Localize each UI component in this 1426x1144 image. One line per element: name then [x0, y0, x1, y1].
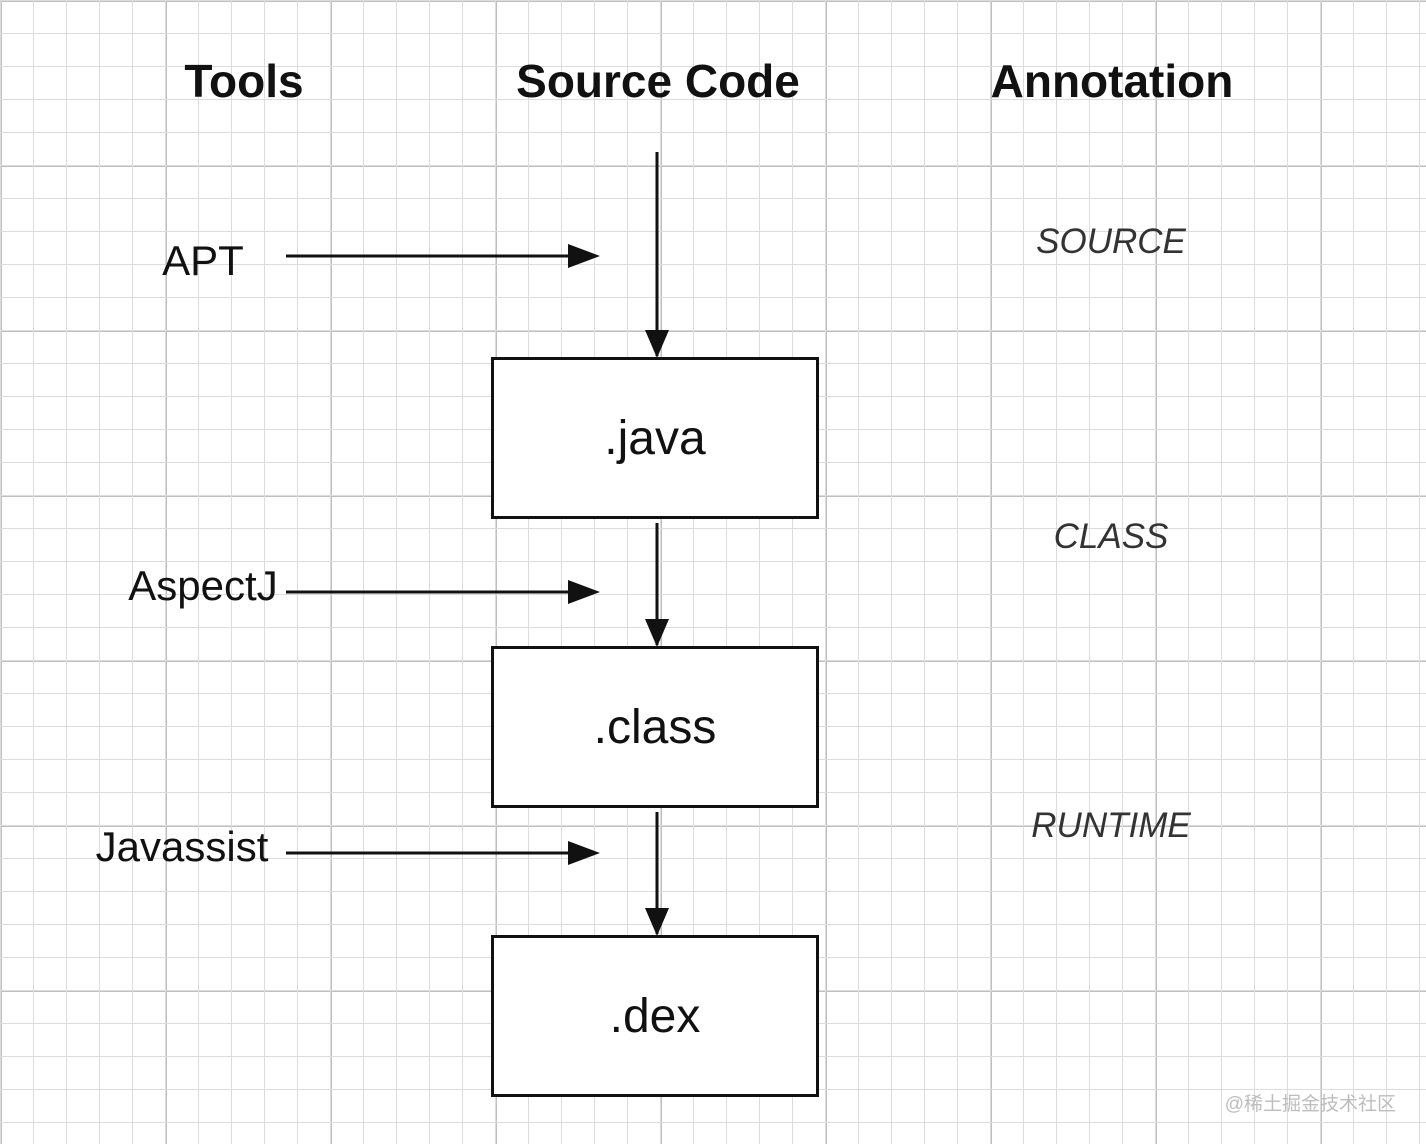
stage-box-dex: .dex — [491, 935, 819, 1097]
tool-label-apt: APT — [162, 237, 244, 284]
tool-label-aspectj: AspectJ — [128, 562, 278, 609]
javassist-arrowhead — [568, 841, 600, 865]
stage-label-java: .java — [604, 411, 706, 465]
stage-label-class: .class — [593, 700, 717, 754]
source-code-column-header: Source Code — [516, 55, 800, 107]
apt-arrowhead — [568, 244, 600, 268]
tool-label-javassist: Javassist — [95, 823, 269, 870]
annotation-column-header: Annotation — [990, 55, 1234, 107]
annotation-label-source: SOURCE — [1036, 222, 1186, 261]
tools-column-header: Tools — [184, 55, 304, 107]
annotation-label-runtime: RUNTIME — [1031, 806, 1191, 845]
annotation-label-class: CLASS — [1053, 517, 1169, 556]
stage-box-java: .java — [491, 357, 819, 519]
aspectj-arrowhead — [568, 580, 600, 604]
watermark-text: @稀土掘金技术社区 — [1224, 1094, 1396, 1115]
flow-arrowhead-class-to-dex — [645, 908, 669, 936]
flow-arrowhead-into-java — [645, 330, 669, 358]
flow-arrowhead-java-to-class — [645, 619, 669, 647]
stage-label-dex: .dex — [609, 989, 701, 1043]
stage-box-class: .class — [491, 646, 819, 808]
